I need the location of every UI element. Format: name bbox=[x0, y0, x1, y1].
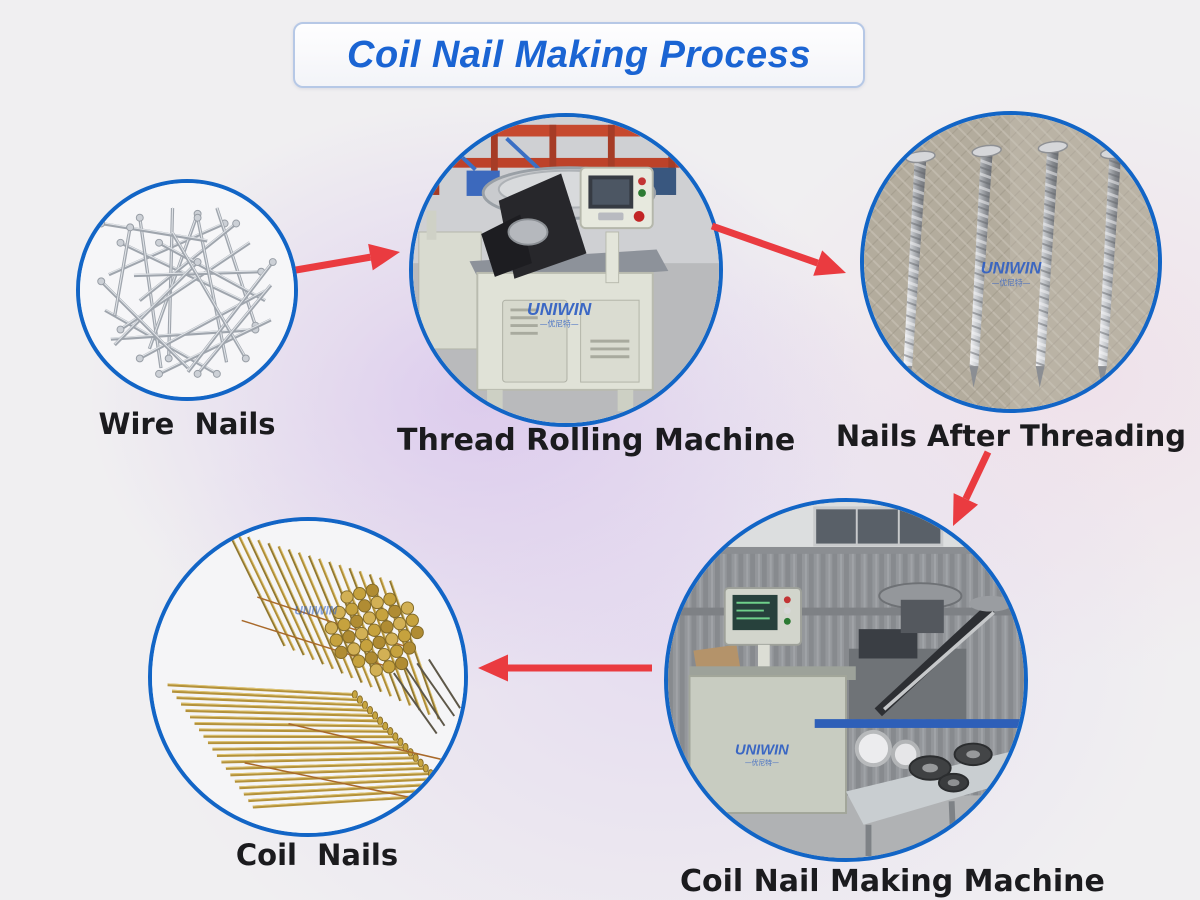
uniwin-watermark: UNIWIN bbox=[294, 605, 337, 618]
photo-coil-nails: UNIWIN bbox=[148, 517, 468, 837]
uniwin-watermark: UNIWIN bbox=[527, 299, 592, 319]
flow-arrow-3 bbox=[953, 450, 992, 526]
step-label-coil-nail-making-machine: Coil Nail Making Machine bbox=[680, 864, 1105, 899]
coil-nails-illustration: UNIWIN bbox=[152, 521, 464, 833]
flow-arrow-1 bbox=[295, 243, 400, 274]
step-label-wire-nails: Wire Nails bbox=[98, 407, 276, 441]
coil-nail-machine-illustration: UNIWIN —优尼特— bbox=[668, 502, 1024, 858]
photo-nails-after-threading: UNIWIN —优尼特— bbox=[860, 111, 1162, 413]
uniwin-watermark-sub: —优尼特— bbox=[745, 758, 779, 767]
step-label-coil-nails: Coil Nails bbox=[235, 838, 399, 872]
title-banner: Coil Nail Making Process bbox=[293, 22, 865, 88]
flow-arrow-2 bbox=[710, 222, 846, 276]
uniwin-watermark: UNIWIN bbox=[981, 259, 1043, 278]
photo-wire-nails bbox=[76, 179, 298, 401]
wire-nails-illustration bbox=[80, 183, 294, 397]
flow-arrow-4 bbox=[478, 654, 652, 682]
uniwin-watermark: UNIWIN bbox=[735, 742, 789, 758]
photo-thread-rolling-machine: UNIWIN —优尼特— bbox=[409, 113, 723, 427]
step-label-nails-after-threading: Nails After Threading bbox=[835, 419, 1187, 453]
uniwin-watermark-sub: —优尼特— bbox=[992, 277, 1031, 287]
uniwin-watermark-sub: —优尼特— bbox=[540, 319, 579, 329]
threaded-nails-illustration: UNIWIN —优尼特— bbox=[864, 115, 1158, 409]
page-title: Coil Nail Making Process bbox=[347, 33, 811, 76]
photo-coil-nail-making-machine: UNIWIN —优尼特— bbox=[664, 498, 1028, 862]
step-label-thread-rolling-machine: Thread Rolling Machine bbox=[397, 423, 796, 458]
thread-rolling-machine-illustration: UNIWIN —优尼特— bbox=[413, 117, 719, 423]
